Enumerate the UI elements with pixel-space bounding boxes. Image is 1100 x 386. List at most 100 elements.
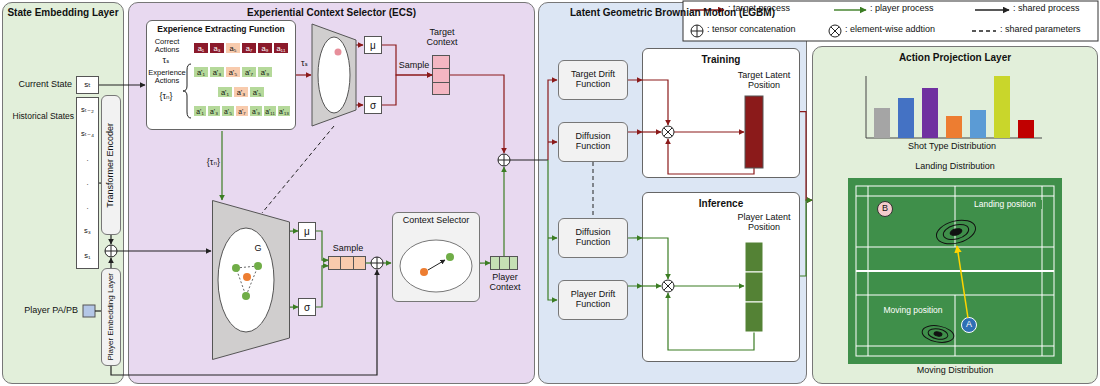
connector xyxy=(628,79,642,80)
action-cell: a'₅ xyxy=(249,86,265,98)
node-text: Target Latent Position xyxy=(729,71,799,91)
std-box: σ xyxy=(364,96,382,114)
function-box: Diffusion Function xyxy=(558,122,628,162)
bar-chart xyxy=(1018,120,1034,138)
node-text: Player Latent Position xyxy=(729,213,799,233)
latent-space xyxy=(232,264,240,272)
player-flow xyxy=(222,131,754,350)
action-cell: a₉ xyxy=(257,42,273,54)
shared-flow xyxy=(510,159,548,160)
panel: Action Projection LayerShot Type Distrib… xyxy=(812,46,1098,384)
legend-samples xyxy=(829,25,841,37)
add-symbol xyxy=(662,126,674,292)
node-heading: Experience Extracting Function xyxy=(147,25,295,34)
player-icon xyxy=(83,305,95,317)
function-box: Target Drift Function xyxy=(558,60,628,100)
node-heading: Experiential Context Selector (ECS) xyxy=(129,7,534,18)
connector xyxy=(382,45,432,75)
legend-text: : player process xyxy=(870,3,934,13)
connector xyxy=(628,131,642,132)
contour xyxy=(949,228,962,237)
node-text: A xyxy=(966,320,972,330)
node-heading: Inference xyxy=(643,198,799,209)
node-heading: Sample xyxy=(325,244,371,254)
panel: State Embedding Layersₜsₜ₋₂sₜ₋₄...s₃s₁Tr… xyxy=(2,2,124,384)
latent-space xyxy=(236,266,258,296)
node-heading: State Embedding Layer xyxy=(3,7,123,18)
connector xyxy=(316,231,328,260)
legend-samples xyxy=(690,10,1009,37)
court: Landing DistributionLanding positionMovi… xyxy=(848,178,1062,364)
node-text: Diffusion Function xyxy=(559,228,627,248)
action-cell: a'₁ xyxy=(193,66,209,78)
legend-entry: : tensor concatenation xyxy=(707,25,796,35)
legend-entry: : shared parameters xyxy=(1000,25,1081,35)
action-cell: a₃ xyxy=(209,42,225,54)
encoder-outline xyxy=(212,200,290,360)
panel: Experiential Context Selector (ECS) Exper… xyxy=(128,2,535,384)
process-box: TrainingTarget Latent Position xyxy=(642,48,800,178)
add-symbol xyxy=(662,126,674,138)
node-text: Player Embedding Layer xyxy=(107,273,116,361)
court-lines xyxy=(856,186,1054,356)
node-text: . xyxy=(86,203,88,211)
panel: Latent Geometric Brownian Motion (LGBM)T… xyxy=(538,2,807,384)
function-box: Diffusion Function xyxy=(558,218,628,258)
encoder-shape xyxy=(312,24,356,126)
latent-vector xyxy=(745,272,763,302)
annotation: Historical States xyxy=(2,112,74,121)
node-heading: G xyxy=(252,244,264,254)
action-cell: a'₉ xyxy=(249,105,263,117)
player-flow xyxy=(221,131,222,200)
action-cell: a₁ xyxy=(193,42,209,54)
legend-frame xyxy=(683,1,1098,41)
contour xyxy=(927,327,948,340)
bar-chart xyxy=(946,116,962,138)
contour xyxy=(934,216,978,248)
add-symbol xyxy=(662,280,674,292)
player-flow xyxy=(503,167,504,256)
concat-symbol xyxy=(371,257,383,269)
shared-flow xyxy=(95,310,101,311)
shared-flow xyxy=(110,258,111,268)
node-text: s₁ xyxy=(84,252,90,260)
player-marker: A xyxy=(961,317,977,333)
target-flow xyxy=(356,44,363,45)
node-text: Moving Distribution xyxy=(848,366,1062,376)
shared-params xyxy=(262,126,334,213)
node-text: μ xyxy=(370,40,376,51)
latent-space xyxy=(218,228,274,332)
shared-params xyxy=(262,126,593,218)
action-cell: a'₉ xyxy=(257,66,273,78)
action-cell: a₁₁ xyxy=(273,42,289,54)
bar-chart xyxy=(994,76,1010,138)
bar-chart xyxy=(866,76,1042,138)
action-cell: a'₅ xyxy=(221,105,235,117)
selector-box: Context Selector xyxy=(392,212,480,302)
shared-params xyxy=(593,162,594,218)
encoder-box: Transformer Encoder xyxy=(101,95,121,235)
connector xyxy=(290,306,298,307)
encoder-outline xyxy=(213,201,290,360)
node-text: Target Drift Function xyxy=(559,70,627,90)
node-text: Transformer Encoder xyxy=(106,123,116,208)
selector-space xyxy=(400,240,472,292)
legend-entry: : target process xyxy=(728,4,790,14)
annotation: Current State xyxy=(14,80,72,90)
player-icon xyxy=(83,305,95,317)
latent-space xyxy=(243,273,251,281)
player-flow xyxy=(548,160,557,300)
annotation: τₛ xyxy=(156,56,176,66)
latent-vector xyxy=(745,302,763,332)
contour xyxy=(957,246,968,318)
bar-chart xyxy=(866,76,1042,138)
connector xyxy=(800,112,812,200)
legend-samples xyxy=(691,25,703,37)
bar-chart xyxy=(898,98,914,138)
target-flow xyxy=(356,104,363,105)
connector xyxy=(480,262,490,263)
action-cell: a'₇ xyxy=(241,66,257,78)
target-flow xyxy=(548,80,557,160)
legend-entry: : player process xyxy=(870,4,934,14)
state-box: sₜ xyxy=(76,76,99,94)
